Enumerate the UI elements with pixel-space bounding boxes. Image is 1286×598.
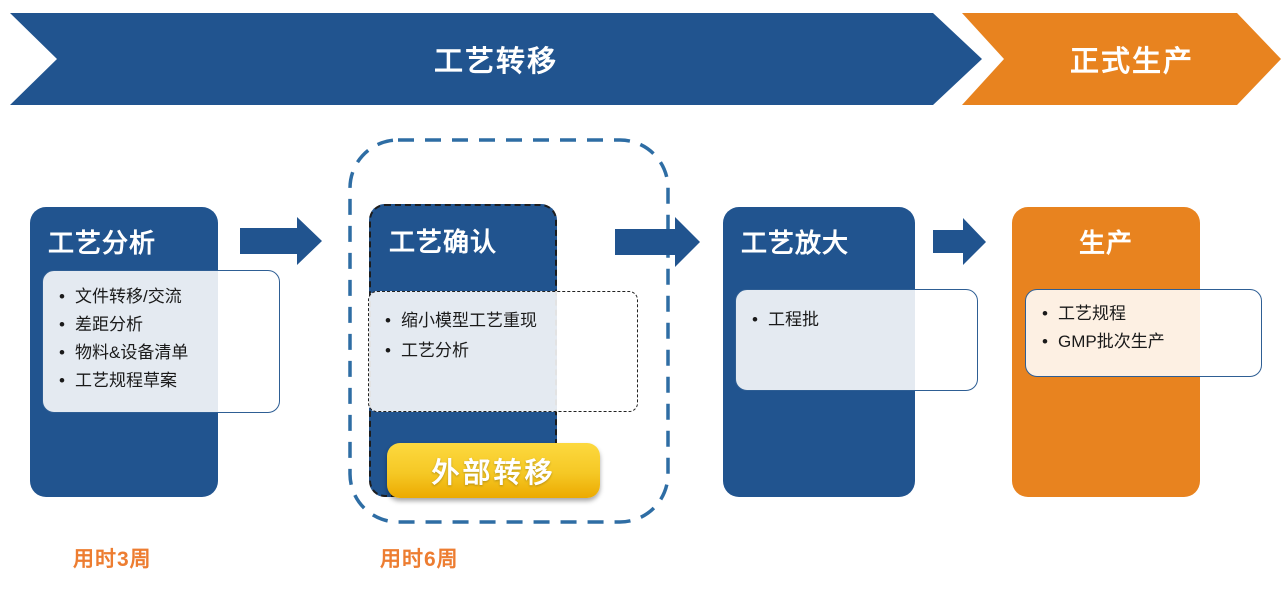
banner-production-shape bbox=[962, 13, 1281, 105]
stage-title: 生产 bbox=[1078, 228, 1133, 258]
duration-label-3-weeks: 用时3周 bbox=[73, 548, 152, 571]
arrow-2-icon bbox=[615, 217, 700, 267]
detail-list: 工程批 bbox=[746, 306, 969, 334]
banner-transfer-label: 工艺转移 bbox=[433, 46, 558, 78]
arrow-3-icon bbox=[933, 218, 986, 265]
list-item: GMP批次生产 bbox=[1036, 328, 1253, 356]
detail-list: 文件转移/交流 差距分析 物料&设备清单 工艺规程草案 bbox=[53, 283, 271, 395]
stage-title: 工艺分析 bbox=[48, 228, 157, 258]
banner-transfer-shape bbox=[10, 13, 982, 105]
arrow-1-icon bbox=[240, 217, 322, 265]
detail-list: 工艺规程 GMP批次生产 bbox=[1036, 300, 1253, 356]
stage-title: 工艺放大 bbox=[741, 228, 850, 258]
stage-title: 工艺确认 bbox=[389, 227, 498, 257]
list-item: 工艺分析 bbox=[379, 336, 629, 366]
stage-production-details: 工艺规程 GMP批次生产 bbox=[1025, 289, 1262, 377]
stage-process-scaleup-details: 工程批 bbox=[735, 289, 978, 391]
list-item: 物料&设备清单 bbox=[53, 339, 271, 367]
list-item: 文件转移/交流 bbox=[53, 283, 271, 311]
list-item: 差距分析 bbox=[53, 311, 271, 339]
list-item: 工程批 bbox=[746, 306, 969, 334]
duration-label-6-weeks: 用时6周 bbox=[380, 548, 459, 571]
list-item: 缩小模型工艺重现 bbox=[379, 306, 629, 336]
detail-list: 缩小模型工艺重现 工艺分析 bbox=[379, 306, 629, 366]
stage-process-analysis-details: 文件转移/交流 差距分析 物料&设备清单 工艺规程草案 bbox=[42, 270, 280, 413]
dashed-container bbox=[348, 138, 670, 524]
stage-process-confirmation-details: 缩小模型工艺重现 工艺分析 bbox=[368, 291, 638, 412]
banner-production-label: 正式生产 bbox=[1069, 46, 1194, 78]
list-item: 工艺规程草案 bbox=[53, 367, 271, 395]
external-transfer-badge: 外部转移 bbox=[387, 443, 600, 498]
list-item: 工艺规程 bbox=[1036, 300, 1253, 328]
